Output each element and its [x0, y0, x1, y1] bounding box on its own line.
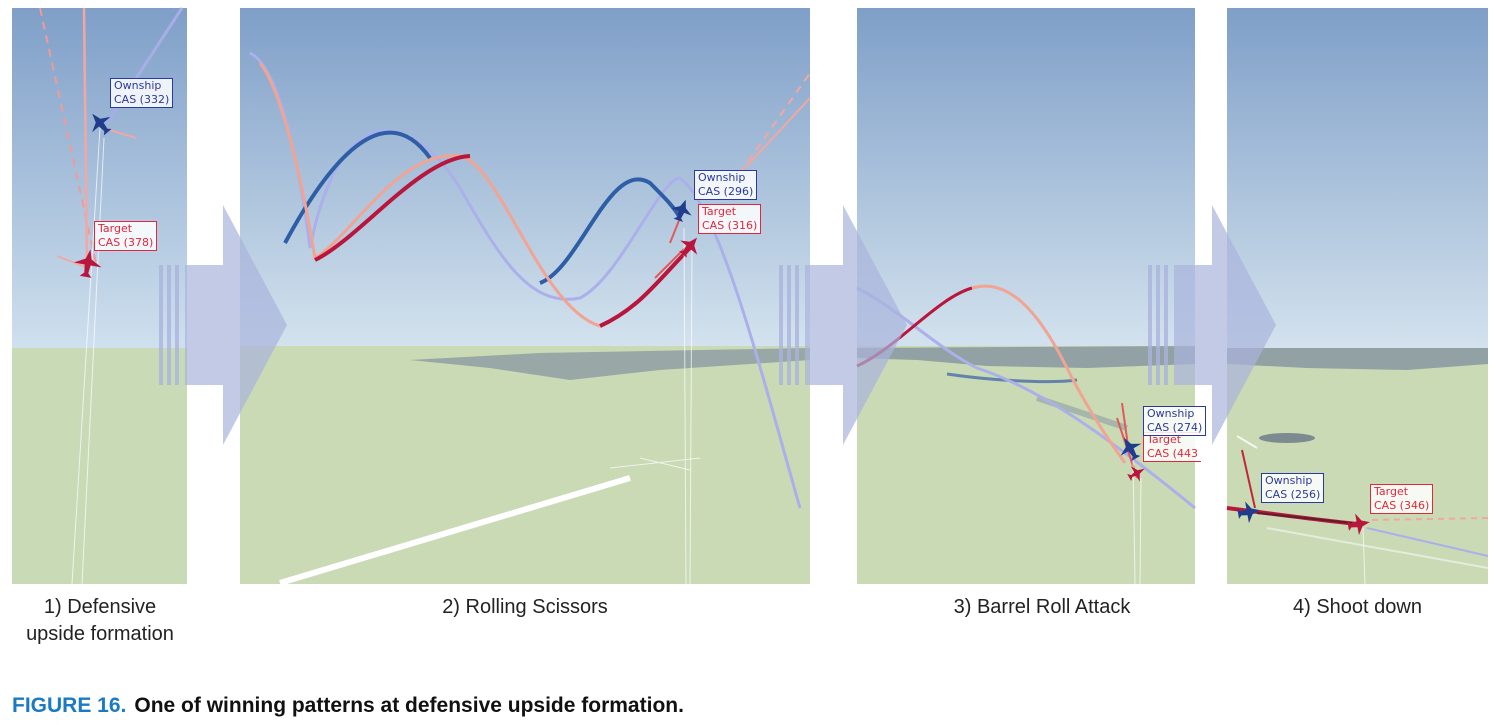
- scene-1: [12, 7, 187, 585]
- ownship-label: Ownship CAS (296): [694, 170, 758, 200]
- runway-marking: [1236, 435, 1258, 449]
- target-trail-2: [599, 246, 692, 328]
- ownship-trail-faded: [1366, 527, 1489, 557]
- missile-trail: [1256, 512, 1353, 524]
- ownship-shadow-trail: [946, 372, 1078, 384]
- panel-rolling-scissors: Ownship CAS (296) Target CAS (316): [240, 8, 811, 586]
- ownship-label: Ownship CAS (332): [110, 78, 174, 108]
- target-trail-dashed: [39, 7, 98, 269]
- ownship-label: Ownship CAS (256): [1261, 473, 1325, 503]
- figure-caption: FIGURE 16. One of winning patterns at def…: [12, 694, 684, 718]
- panel-caption-2: 2) Rolling Scissors: [442, 596, 608, 618]
- target-cas: CAS (443: [1147, 447, 1198, 460]
- target-name: Target: [98, 222, 133, 235]
- caption-line-2: upside formation: [26, 623, 174, 645]
- target-dashed-line: [739, 72, 811, 174]
- panel-caption-1: 1) Defensive upside formation: [0, 594, 200, 648]
- target-aircraft-icon: [679, 237, 698, 258]
- target-dashed-line: [1371, 517, 1489, 521]
- ownship-name: Ownship: [114, 79, 162, 92]
- ownship-cas: CAS (296): [698, 185, 754, 198]
- ownship-label: Ownship CAS (274): [1143, 406, 1207, 436]
- scene-2: [240, 8, 811, 586]
- panel-caption-4: 4) Shoot down: [1293, 596, 1422, 618]
- aim-vectors: [654, 217, 686, 279]
- target-vector: [56, 255, 89, 269]
- figure-number: FIGURE 16.: [12, 694, 127, 717]
- runway: [279, 475, 631, 586]
- ownship-trail-2: [539, 177, 682, 285]
- target-trail-faded: [258, 62, 601, 328]
- scene-4: [1226, 8, 1489, 585]
- ownship-trail: [283, 130, 432, 244]
- cloud-shadow: [1227, 348, 1488, 370]
- panel-caption-3: 3) Barrel Roll Attack: [953, 596, 1131, 618]
- cloud-shadow: [410, 348, 810, 380]
- ownship-name: Ownship: [698, 171, 746, 184]
- sequence-arrow-icon: [1148, 205, 1276, 445]
- figure-text: One of winning patterns at defensive ups…: [134, 694, 684, 717]
- target-cas: CAS (378): [98, 236, 154, 249]
- target-vector-line: [744, 97, 811, 169]
- target-aircraft-icon: [1127, 466, 1145, 482]
- target-cas: CAS (346): [1374, 499, 1430, 512]
- scene-3: [856, 8, 1196, 585]
- altitude-line: [683, 227, 693, 585]
- target-trail: [82, 7, 89, 269]
- ground: [12, 348, 187, 584]
- panel-shoot-down: Ownship CAS (256) Target CAS (346): [1226, 8, 1489, 585]
- target-aircraft-icon: [1347, 513, 1370, 536]
- target-name: Target: [1374, 485, 1409, 498]
- altitude-line: [1132, 457, 1142, 585]
- ownship-cas: CAS (332): [114, 93, 170, 106]
- ground: [240, 346, 810, 584]
- sky: [1227, 8, 1488, 354]
- ownship-aircraft-icon: [1120, 437, 1142, 461]
- target-label: Target CAS (316): [698, 204, 762, 234]
- target-name: Target: [702, 205, 737, 218]
- ownship-cas: CAS (256): [1265, 488, 1321, 501]
- aim-vector: [1241, 449, 1256, 509]
- ownship-aircraft-icon: [670, 199, 692, 223]
- sequence-arrow-icon: [779, 205, 907, 445]
- ownship-cas: CAS (274): [1147, 421, 1203, 434]
- target-aircraft-icon: [73, 249, 102, 278]
- target-cas: CAS (316): [702, 219, 758, 232]
- sky: [12, 8, 187, 348]
- panel-defensive-upside-formation: Ownship CAS (332) Target CAS (378): [12, 7, 187, 585]
- sun-glare-line: [1266, 527, 1489, 569]
- target-name: Target: [1147, 433, 1182, 446]
- ownship-aircraft-icon: [1237, 501, 1260, 524]
- ownship-name: Ownship: [1147, 407, 1195, 420]
- cloud-shadow: [857, 346, 1195, 368]
- target-trail: [314, 154, 471, 262]
- cloud-shadow-2: [1259, 433, 1315, 443]
- panel-barrel-roll-attack: Target CAS (443 Ownship CAS (274): [856, 8, 1207, 585]
- altitude-line: [71, 127, 105, 585]
- target-label: Target CAS (378): [94, 221, 158, 251]
- caption-line-1: 1) Defensive: [43, 596, 157, 618]
- target-trail-faded: [971, 284, 1127, 464]
- sky: [857, 8, 1195, 352]
- ownship-name: Ownship: [1265, 474, 1313, 487]
- altitude-line: [1362, 527, 1366, 585]
- target-label: Target CAS (443: [1143, 432, 1201, 462]
- ownship-aircraft-icon: [92, 113, 112, 136]
- sequence-arrow-icon: [159, 205, 287, 445]
- target-label: Target CAS (346): [1370, 484, 1434, 514]
